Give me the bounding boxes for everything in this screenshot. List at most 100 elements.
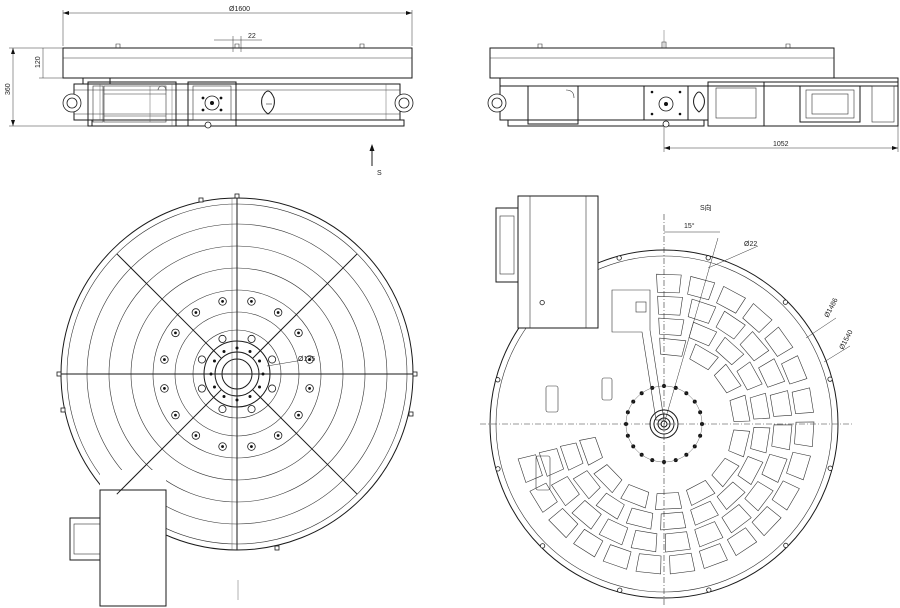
- lifting-eye-right: [394, 93, 414, 113]
- dim-diameter-1540: Ø1540: [839, 329, 855, 351]
- arm-block: [635, 301, 647, 313]
- cell: [659, 337, 687, 357]
- spoke-diagonal: [116, 389, 222, 495]
- perimeter-lug: [495, 466, 501, 472]
- bottom-center-hub: [624, 384, 704, 464]
- turntable-spokes: [56, 193, 418, 551]
- outer-bolt-center: [163, 358, 166, 361]
- cell: [669, 552, 696, 575]
- perimeter-lug: [539, 299, 545, 306]
- hub-ring: [660, 420, 668, 428]
- spoke-diagonal: [116, 253, 222, 359]
- bolt-holes: [160, 297, 314, 600]
- pitch-hole: [235, 346, 239, 350]
- cell: [715, 310, 746, 340]
- pitch-hole: [222, 349, 226, 353]
- outer-bolt-center: [221, 445, 224, 448]
- motor-housing: [87, 81, 177, 127]
- outer-bolt-center: [297, 331, 300, 335]
- hub-ring: [653, 413, 675, 435]
- drive-arm: [611, 289, 665, 421]
- cell: [750, 427, 771, 454]
- cell: [625, 507, 654, 530]
- cell: [758, 358, 786, 388]
- spoke-diagonal: [252, 253, 358, 359]
- dim-diameter-135: Ø135: [298, 356, 315, 363]
- inner-bolt-hole: [247, 334, 256, 343]
- outer-bolt-center: [174, 331, 177, 335]
- cell: [517, 454, 543, 483]
- cell: [716, 285, 746, 314]
- cell: [687, 276, 716, 301]
- cell: [657, 295, 683, 316]
- junction-box: [187, 81, 237, 129]
- mask: [518, 196, 598, 328]
- cell: [794, 421, 815, 447]
- hub-pitch: [625, 385, 703, 463]
- bottom-plan-view: S向 15° Ø22 Ø1486 Ø1540: [480, 195, 855, 606]
- outer-bolt-center: [221, 300, 224, 303]
- inner-bolt-hole: [268, 384, 277, 393]
- pitch-hole: [222, 395, 226, 399]
- edge-tab: [408, 411, 414, 417]
- cell: [548, 508, 579, 539]
- outer-bolt-center: [194, 434, 198, 437]
- slot: [601, 377, 613, 401]
- cell: [688, 321, 718, 347]
- outer-bolt-center: [174, 413, 177, 417]
- lifting-eye-left: [62, 93, 82, 113]
- cell: [726, 527, 758, 556]
- leader-1540: [823, 345, 851, 363]
- pitch-hole: [248, 395, 252, 399]
- cell: [655, 492, 683, 510]
- cell: [656, 273, 682, 294]
- pitch-hole: [248, 349, 252, 353]
- edge-tab: [198, 197, 204, 203]
- outer-bolt-center: [250, 300, 253, 303]
- cell: [572, 470, 601, 500]
- outer-bolt-center: [308, 387, 311, 390]
- pitch-hole: [235, 398, 239, 402]
- cell: [764, 326, 794, 357]
- perimeter-lug: [827, 465, 833, 471]
- cell: [713, 363, 742, 394]
- dim-diameter-1486: Ø1486: [824, 297, 840, 319]
- section-s-plan-label: S向: [700, 203, 712, 212]
- edge-tab: [56, 371, 62, 377]
- cell: [598, 518, 629, 546]
- perimeter-lug: [783, 542, 789, 549]
- dim-diameter-1600: Ø1600: [229, 6, 250, 13]
- cell: [699, 543, 728, 569]
- section-s-label: S: [377, 170, 382, 177]
- cell: [602, 544, 632, 570]
- slot: [535, 455, 551, 491]
- outer-bolt-center: [194, 311, 198, 314]
- outer-bolt-center: [308, 358, 311, 361]
- cell: [538, 448, 564, 477]
- outer-bolt-center: [276, 311, 280, 314]
- cell: [711, 457, 740, 488]
- outer-bolt-center: [276, 434, 280, 437]
- perimeter-lug: [495, 377, 501, 383]
- cell: [737, 456, 764, 485]
- cell: [689, 343, 719, 371]
- slot: [545, 385, 559, 413]
- cell: [559, 442, 584, 471]
- inner-bolt-hole: [218, 334, 227, 343]
- pitch-hole: [212, 359, 216, 363]
- inner-bolt-hole: [268, 355, 277, 364]
- cell: [771, 424, 793, 451]
- leader-135: [266, 359, 304, 367]
- spoke-diagonal: [252, 389, 358, 495]
- perimeter-lug: [827, 376, 833, 382]
- cell: [721, 504, 752, 534]
- edge-tab: [234, 193, 240, 199]
- dim-height-120: 120: [35, 56, 42, 68]
- cell: [744, 481, 774, 512]
- cell: [686, 480, 716, 506]
- pitch-hole: [212, 385, 216, 389]
- cell: [620, 484, 650, 509]
- perimeter-lug: [616, 255, 622, 261]
- cell: [579, 437, 603, 466]
